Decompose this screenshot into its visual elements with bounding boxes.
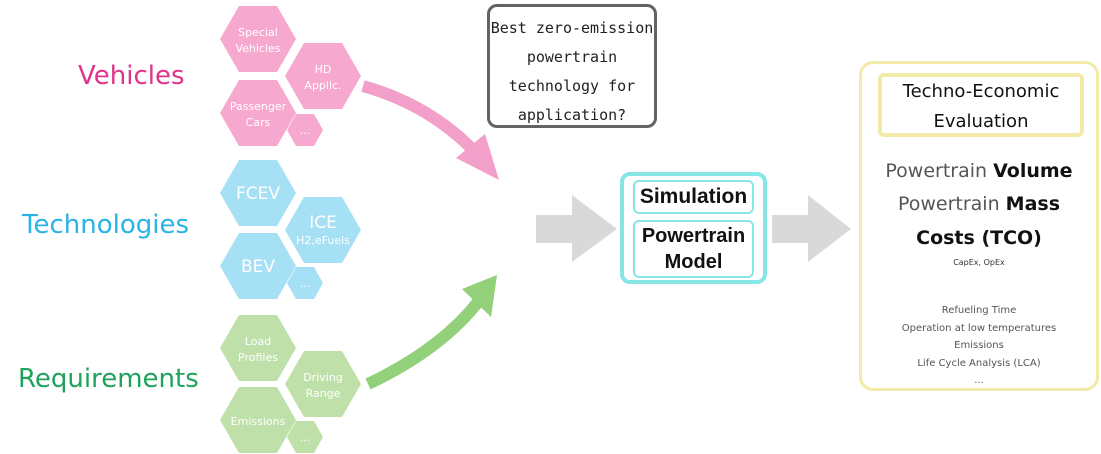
hex-driving-range [285,351,361,417]
hex-label-hd-applic-2: Applic. [304,79,341,92]
simulation-panel: Simulation Powertrain Model [620,172,767,284]
requirements-arrow-head [462,275,497,317]
extra-criteria-list: Refueling Time Operation at low temperat… [862,302,1096,390]
hex-load-profiles [220,315,296,381]
requirements-label: Requirements [18,364,199,394]
hex-label-fcev: FCEV [236,184,280,204]
hex-label-driving-range: Driving [303,371,343,384]
vehicles-arrow-head [456,134,499,180]
hex-passenger-cars [220,80,296,146]
hex-label-emissions: Emissions [231,415,286,428]
hex-label-requirements-more: ... [300,431,311,444]
evaluation-title-line: Evaluation [933,111,1029,132]
technologies-hex-group: FCEV ICE H2,eFuels BEV ... [220,160,361,299]
requirements-arrow [365,298,483,390]
question-box: Best zero-emission powertrain technology… [487,4,657,128]
hex-label-vehicles-more: ... [300,124,311,137]
hex-label-driving-range-2: Range [306,387,341,400]
hex-label-ice: ICE [309,213,337,233]
technologies-label: Technologies [22,210,190,240]
hex-label-technologies-more: ... [300,277,311,290]
extra-criterion: Refueling Time [941,305,1017,316]
powertrain-model-box: Powertrain Model [633,220,754,278]
vehicles-arrow [361,80,480,157]
hex-label-hd-applic: HD [315,63,332,76]
vehicles-hex-group: Special Vehicles HD Applic. Passenger Ca… [220,6,361,146]
flow-arrow-to-simulation [536,195,617,262]
powertrain-model-line: Model [664,251,723,273]
hex-label-load-profiles: Load [245,335,271,348]
flow-arrow-to-evaluation [772,195,851,262]
question-line: application? [517,106,627,124]
extra-criterion: ... [974,375,984,386]
hex-label-bev: BEV [241,257,275,277]
hex-special-vehicles [220,6,296,72]
capex-opex-note: CapEx, OpEx [953,258,1005,267]
hex-label-load-profiles-2: Profiles [238,351,278,364]
hex-label-passenger-cars-2: Cars [246,116,271,129]
question-line: technology for [508,77,636,95]
powertrain-model-line: Powertrain [641,225,746,247]
hex-label-passenger-cars: Passenger [230,100,287,113]
extra-criterion: Emissions [954,340,1004,351]
extra-criterion: Life Cycle Analysis (LCA) [917,357,1041,369]
requirements-hex-group: Load Profiles Driving Range Emissions ..… [220,315,361,453]
metric-mass: Powertrain Mass [897,193,1061,215]
evaluation-panel: Techno-Economic Evaluation Powertrain Vo… [859,61,1099,391]
metric-volume: Powertrain Volume [885,160,1073,182]
simulation-label: Simulation [633,180,754,214]
hex-label-h2-efuels: H2,eFuels [296,234,350,247]
hex-label-special-vehicles-2: Vehicles [235,42,280,55]
hex-label-special-vehicles: Special [238,26,278,39]
metric-costs: Costs (TCO) [916,227,1042,249]
hex-hd-applic [285,43,361,109]
evaluation-title: Techno-Economic Evaluation [878,73,1084,137]
question-line: powertrain [526,48,618,66]
evaluation-title-line: Techno-Economic [902,81,1060,102]
question-line: Best zero-emission [490,19,654,37]
vehicles-label: Vehicles [78,61,185,91]
extra-criterion: Operation at low temperatures [901,322,1057,334]
